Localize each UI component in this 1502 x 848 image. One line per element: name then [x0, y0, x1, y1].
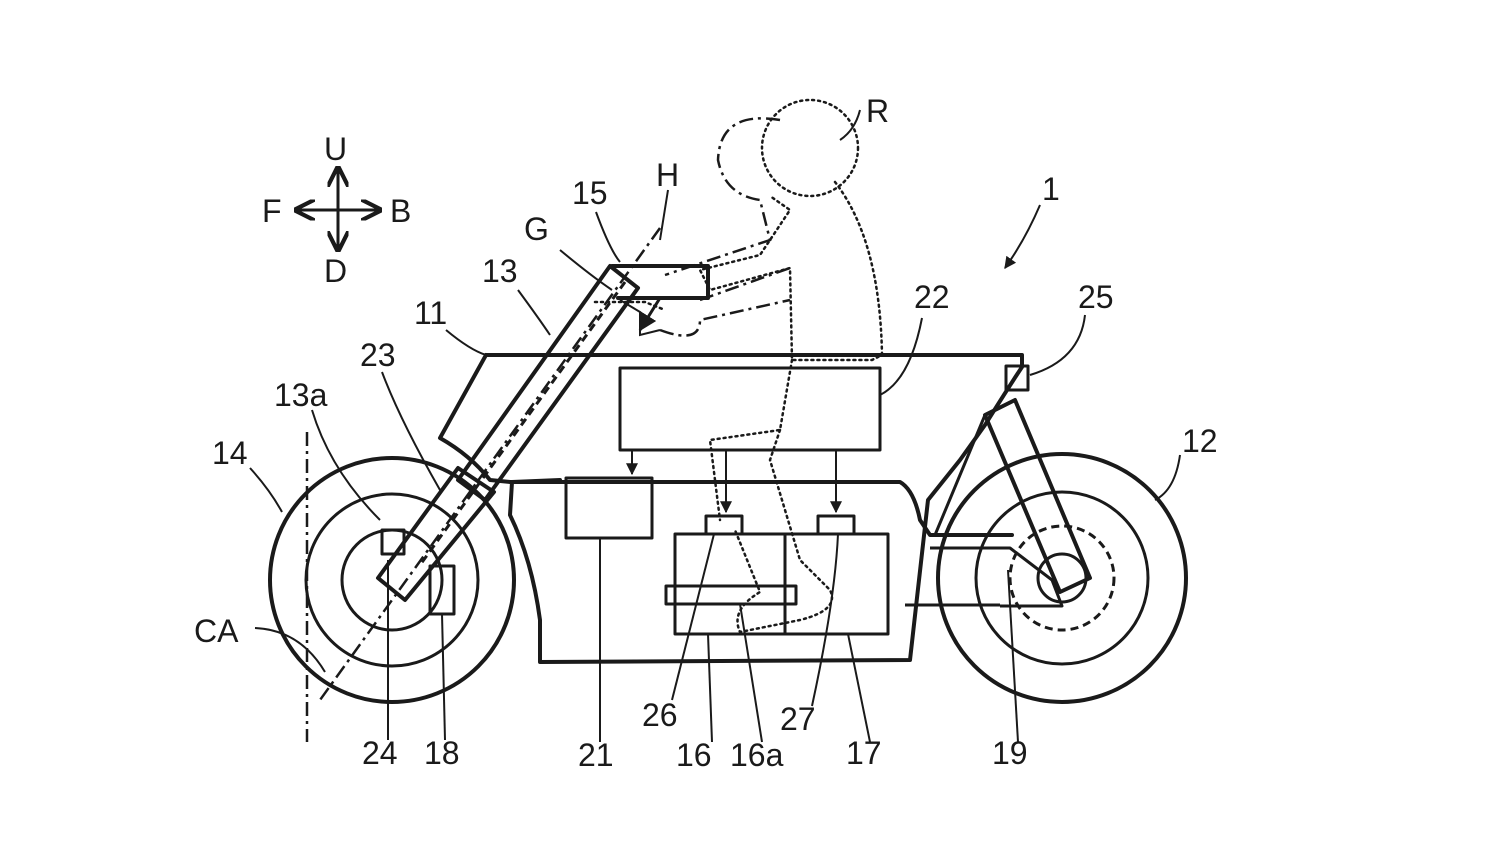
label-11: 11 [414, 295, 447, 331]
label-1: 1 [1042, 171, 1060, 207]
rider-outline [659, 98, 884, 634]
label-16a: 16a [730, 737, 784, 773]
label-16: 16 [676, 737, 712, 773]
label-24: 24 [362, 735, 398, 771]
terminal-27 [816, 514, 856, 536]
handlebar [593, 264, 710, 337]
label-13a: 13a [274, 377, 328, 413]
rear-swing-arm [933, 398, 1092, 594]
label-1-arrow [1004, 204, 1041, 269]
battery-bracket-16a [664, 584, 798, 606]
component-24 [380, 528, 406, 556]
reference-labels: 1 R H G 15 13 11 23 13a 14 CA 22 25 12 2… [194, 93, 1218, 773]
direction-down-label: D [324, 253, 347, 289]
label-15: 15 [572, 175, 608, 211]
label-R: R [866, 93, 889, 129]
direction-indicator: U D F B [262, 131, 411, 289]
label-12: 12 [1182, 423, 1218, 459]
label-25: 25 [1078, 279, 1114, 315]
vehicle-body [438, 353, 1064, 664]
signal-arrows [626, 450, 842, 514]
front-fork [318, 227, 662, 701]
label-19: 19 [992, 735, 1028, 771]
leader-lines [249, 109, 1181, 743]
label-21: 21 [578, 737, 614, 773]
label-H: H [656, 157, 679, 193]
label-23: 23 [360, 337, 396, 373]
label-17: 17 [846, 735, 882, 771]
direction-up-label: U [324, 131, 347, 167]
label-13: 13 [482, 253, 518, 289]
label-22: 22 [914, 279, 950, 315]
label-CA: CA [194, 613, 239, 649]
direction-front-label: F [262, 193, 282, 229]
component-22-box [618, 366, 882, 452]
component-25 [1004, 364, 1030, 392]
component-21-box [564, 476, 654, 540]
label-18: 18 [424, 735, 460, 771]
direction-back-label: B [390, 193, 411, 229]
rear-wheel [936, 452, 1188, 704]
label-14: 14 [212, 435, 248, 471]
terminal-26 [704, 514, 744, 536]
label-26: 26 [642, 697, 678, 733]
label-G: G [524, 211, 549, 247]
label-27: 27 [780, 701, 816, 737]
